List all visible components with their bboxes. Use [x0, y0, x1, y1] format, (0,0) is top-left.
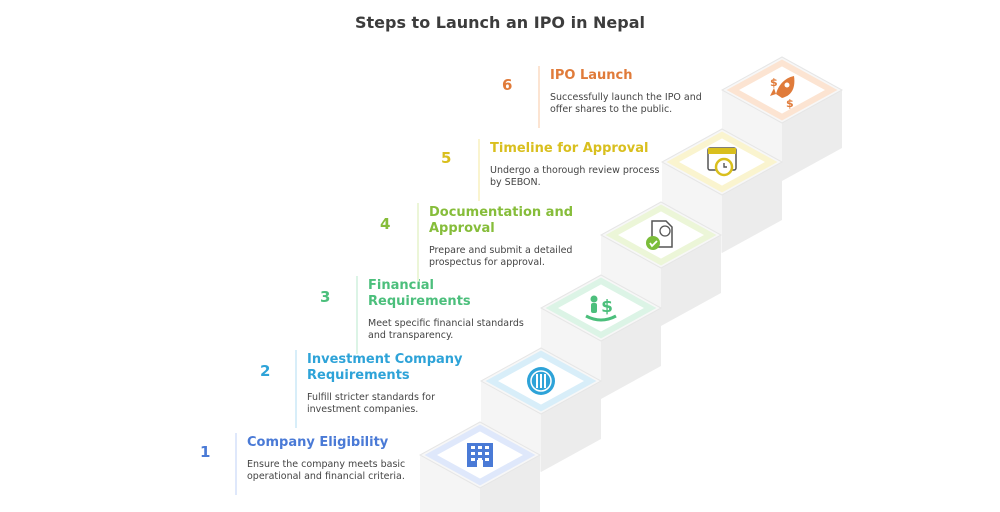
finance-person-dollar-icon: $	[585, 295, 617, 322]
step-description: Fulfill stricter standards for investmen…	[307, 392, 435, 415]
step-number: 6	[502, 76, 513, 94]
step-heading-line: Requirements	[307, 368, 410, 383]
step-number: 2	[260, 362, 271, 380]
stair-step-2	[479, 347, 603, 472]
step-heading-line: Financial	[368, 278, 435, 293]
step-description: Undergo a thorough review process by SEB…	[490, 165, 660, 188]
step-divider	[417, 203, 419, 281]
step-description: Ensure the company meets basic operation…	[247, 459, 406, 482]
step-heading: Timeline for Approval	[490, 141, 648, 157]
step-number: 4	[380, 215, 391, 233]
stair-step-5	[660, 128, 784, 253]
step-divider	[295, 350, 297, 428]
step-divider	[235, 433, 237, 495]
step-heading-line: Company Eligibility	[247, 435, 389, 450]
step-number: 3	[320, 288, 331, 306]
rocket-dollar-icon: $$	[770, 76, 795, 110]
step-number: 5	[441, 149, 452, 167]
step-heading-line: IPO Launch	[550, 68, 633, 83]
svg-text:$: $	[770, 76, 778, 89]
step-description: Meet specific financial standards and tr…	[368, 318, 524, 341]
diagram-title: Steps to Launch an IPO in Nepal	[354, 13, 646, 32]
step-tile-frame	[545, 277, 657, 339]
step-divider	[356, 276, 358, 354]
step-heading-line: Requirements	[368, 294, 471, 309]
step-divider	[538, 66, 540, 128]
step-heading-line: Approval	[429, 221, 495, 236]
calendar-timer-icon	[707, 147, 737, 177]
step-heading: Company Eligibility	[247, 435, 388, 451]
step-description: Successfully launch the IPO and offer sh…	[550, 92, 702, 115]
stair-step-1	[418, 421, 542, 512]
step-heading-line: Investment Company	[307, 352, 463, 367]
step-description: Prepare and submit a detailed prospectus…	[429, 245, 573, 268]
balance-grid-icon	[527, 367, 555, 395]
step-divider	[478, 139, 480, 201]
stair-step-6: $$	[720, 56, 844, 181]
step-number: 1	[200, 443, 211, 461]
svg-text:$: $	[786, 97, 794, 110]
step-heading-line: Documentation and	[429, 205, 574, 220]
step-heading: IPO Launch	[550, 68, 632, 84]
svg-text:$: $	[601, 297, 613, 317]
step-heading-line: Timeline for Approval	[490, 141, 649, 156]
document-check-icon	[646, 220, 673, 250]
building-icon	[467, 443, 493, 467]
